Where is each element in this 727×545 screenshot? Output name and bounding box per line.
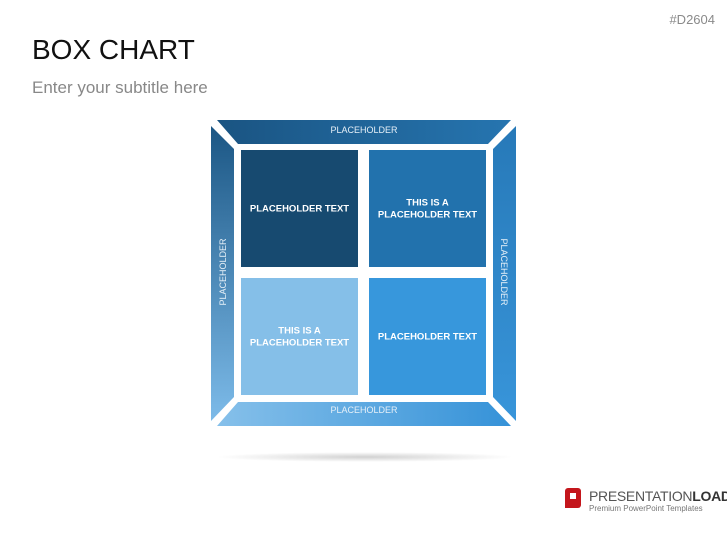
frame-left-label: PLACEHOLDER: [218, 238, 228, 306]
logo-tagline: Premium PowerPoint Templates: [589, 504, 703, 513]
frame-bottom-label: PLACEHOLDER: [330, 405, 398, 415]
slide-subtitle: Enter your subtitle here: [32, 78, 208, 97]
frame-top: [217, 120, 511, 144]
presentationload-logo: PRESENTATIONLOAD Premium PowerPoint Temp…: [565, 488, 727, 513]
frame-right: [493, 126, 516, 421]
box-4-text: PLACEHOLDER TEXT: [378, 332, 477, 343]
logo-mark-icon: [565, 488, 581, 508]
frame-right-label: PLACEHOLDER: [499, 238, 509, 306]
frame-bottom: [217, 402, 511, 426]
frame-left: [211, 126, 234, 421]
box-1-text: PLACEHOLDER TEXT: [250, 204, 349, 215]
box-4: [369, 278, 486, 395]
box-2-text: THIS IS A: [406, 198, 449, 209]
box-3-text: THIS IS A: [278, 326, 321, 337]
box-3: [241, 278, 358, 395]
logo-name-bold: LOAD: [692, 488, 727, 504]
box-3-text: PLACEHOLDER TEXT: [250, 338, 349, 349]
logo-name: PRESENTATION: [589, 488, 693, 504]
box-2-text: PLACEHOLDER TEXT: [378, 210, 477, 221]
slide-code: #D2604: [669, 12, 715, 27]
frame-top-label: PLACEHOLDER: [330, 125, 398, 135]
box-2: [369, 150, 486, 267]
box-1: [241, 150, 358, 267]
diagram-shadow: [215, 452, 515, 462]
slide-title: BOX CHART: [32, 34, 195, 65]
